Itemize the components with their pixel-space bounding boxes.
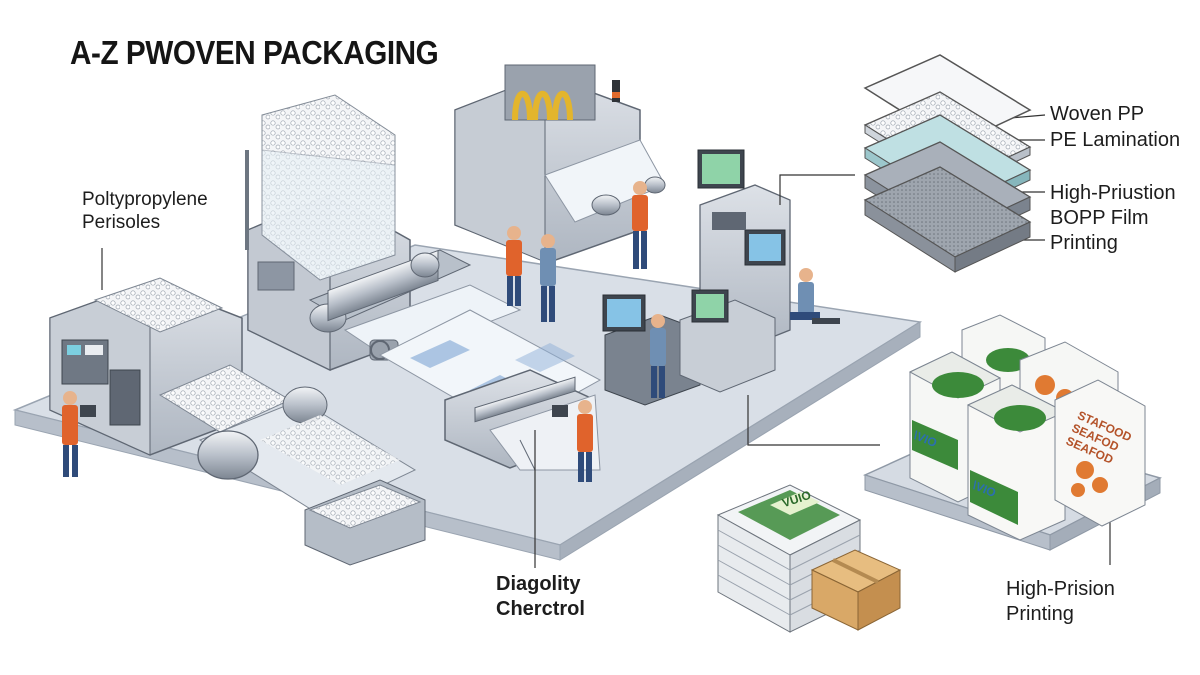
- cutting-machine: [444, 369, 601, 471]
- bag-front-right: [1054, 379, 1146, 527]
- label-line: Perisoles: [82, 212, 161, 233]
- operator-console-front: [602, 289, 776, 406]
- layer-printing: [863, 166, 1032, 273]
- layer-label-printing: Printing: [1050, 232, 1118, 254]
- layer-label-pe-lamination: PE Lamination: [1050, 129, 1181, 151]
- layer-label-bopp-film: BOPP Film: [1050, 207, 1149, 229]
- layer-label-high-priustion: High-Priustion: [1050, 182, 1176, 204]
- leader-lines: [101, 114, 1111, 568]
- worker-console: [650, 314, 666, 398]
- front-conveyor: [197, 386, 426, 566]
- loom-machine: [454, 64, 666, 263]
- label-line: Poltypropylene: [82, 189, 208, 210]
- label-line: High-Prision: [1006, 578, 1115, 600]
- material-layer-stack: [863, 54, 1032, 273]
- worker-loom: [632, 181, 648, 269]
- worker-cutter: [552, 400, 593, 482]
- cardboard-box: [810, 549, 902, 631]
- label-line: Diagolity: [496, 573, 581, 595]
- worker-left: [62, 391, 96, 477]
- label-raw-material: Poltypropylene Perisoles: [82, 188, 208, 234]
- label-line: Printing: [1006, 603, 1074, 625]
- label-line: Cherctrol: [496, 598, 585, 620]
- page-title: A-Z PWOVEN PACKAGING: [70, 34, 439, 71]
- worker-center-1: [506, 226, 522, 306]
- label-quality-control: Diagolity Cherctrol: [496, 572, 585, 622]
- worker-center-2: [540, 234, 556, 322]
- roller-line-main: [308, 249, 522, 361]
- worker-seated: [790, 268, 840, 324]
- bag-front-mid: [966, 384, 1067, 541]
- layer-label-woven-pp: Woven PP: [1050, 103, 1145, 125]
- filled-bags: [908, 314, 1146, 541]
- label-printing: High-Prision Printing: [1006, 577, 1115, 627]
- worker-figures: [62, 181, 840, 482]
